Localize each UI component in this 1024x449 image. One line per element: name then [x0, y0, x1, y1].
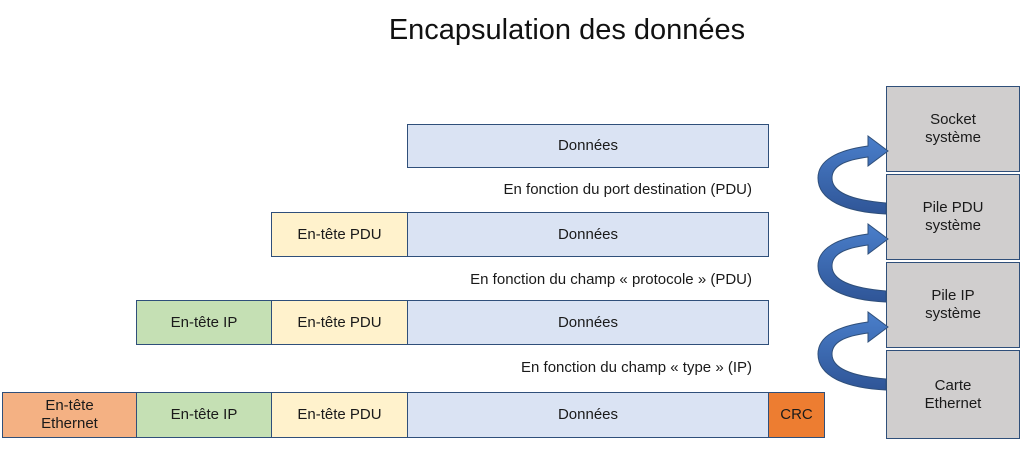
row4-data-block: Données — [407, 392, 769, 438]
row2-pdu-label: En-tête PDU — [297, 225, 382, 243]
row1-data-label: Données — [557, 137, 619, 154]
row4-ethernet-header: En-tête Ethernet — [2, 392, 137, 438]
row3-data-block: Données — [407, 300, 769, 345]
row1-data-block: Données — [407, 124, 769, 168]
row4-ethernet-label: En-tête Ethernet — [41, 397, 98, 432]
row2-pdu-header: En-tête PDU — [271, 212, 408, 257]
row4-pdu-label: En-tête PDU — [297, 406, 382, 423]
stack-pile-ip-label: Pile IP système — [925, 287, 981, 322]
row2-data-label: Données — [557, 225, 619, 243]
stack-pile-pdu: Pile PDU système — [886, 174, 1020, 260]
arrow-up-icon-3 — [817, 311, 889, 391]
stack-carte-ethernet: Carte Ethernet — [886, 350, 1020, 439]
stack-socket-label: Socket système — [925, 111, 981, 146]
caption-champ-type: En fonction du champ « type » (IP) — [521, 359, 752, 376]
row4-pdu-header: En-tête PDU — [271, 392, 408, 438]
row3-pdu-header: En-tête PDU — [271, 300, 408, 345]
row4-data-label: Données — [557, 406, 619, 423]
row4-crc-label: CRC — [780, 406, 813, 423]
arrow-up-icon-2 — [817, 223, 889, 303]
row2-data-block: Données — [407, 212, 769, 257]
arrow-up-icon-1 — [817, 135, 889, 215]
row3-pdu-label: En-tête PDU — [297, 313, 382, 331]
row4-ip-header: En-tête IP — [136, 392, 272, 438]
row4-crc-trailer: CRC — [768, 392, 825, 438]
caption-port-destination: En fonction du port destination (PDU) — [503, 181, 752, 198]
stack-pile-ip: Pile IP système — [886, 262, 1020, 348]
row4-ip-label: En-tête IP — [170, 406, 238, 423]
row3-ip-header: En-tête IP — [136, 300, 272, 345]
stack-carte-ethernet-label: Carte Ethernet — [924, 376, 982, 412]
caption-champ-protocole: En fonction du champ « protocole » (PDU) — [470, 271, 752, 288]
row3-ip-label: En-tête IP — [170, 313, 238, 331]
stack-socket-systeme: Socket système — [886, 86, 1020, 172]
stack-pile-pdu-label: Pile PDU système — [922, 199, 984, 234]
row3-data-label: Données — [557, 313, 619, 331]
diagram-title: Encapsulation des données — [388, 14, 746, 46]
